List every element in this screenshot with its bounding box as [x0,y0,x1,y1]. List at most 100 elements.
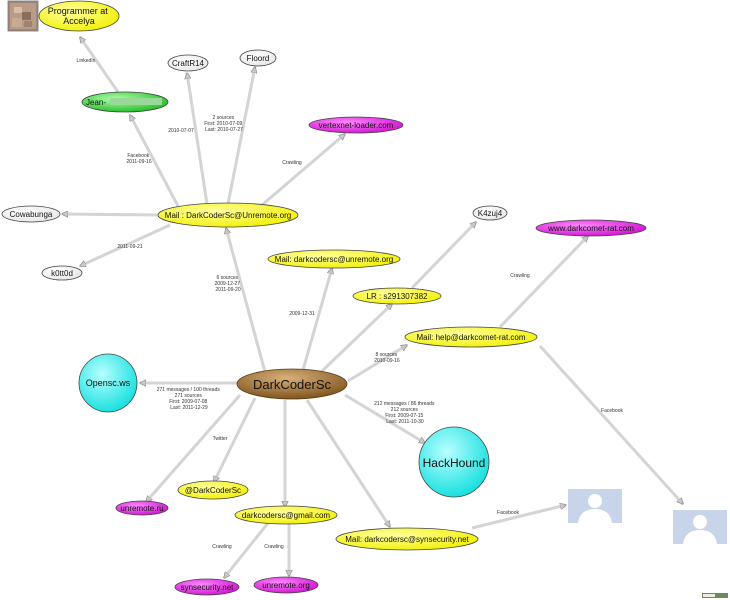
node-k0tt0d[interactable]: k0tt0d [41,265,83,281]
node-label: K4zuj4 [478,209,503,218]
edge-unremote-craftr14 [187,73,209,205]
edge-label-twitter: Twitter [213,436,228,442]
svg-text:2009-12-31: 2009-12-31 [289,311,315,317]
avatar[interactable] [7,0,39,32]
node-label: unremote.ru [120,504,163,513]
edge-label-first: First: 2009-07-08 [169,399,207,405]
edge-unremote-floord [226,67,255,205]
node-unremote-org[interactable]: unremote.org [253,576,319,594]
node-label: Programmer at [48,6,109,16]
node-lr[interactable]: LR : s291307382 [352,287,442,305]
svg-text:2010-07-07: 2010-07-07 [168,128,194,134]
node-unremote-ru[interactable]: unremote.ru [115,500,169,516]
edge-label-date: 2010-09-16 [374,358,400,364]
node-label: Mail: help@darkcomet-rat.com [416,333,525,342]
edge-label-date: 2009-12-31 [289,311,315,317]
node-cowabunga[interactable]: Cowabunga [1,205,61,223]
profile-placeholder-icon[interactable] [673,510,727,544]
edge-label-messages: 271 messages / 100 threads [157,387,221,393]
profile-placeholder-icon[interactable] [568,489,622,523]
node-synsecurity-net[interactable]: synsecurity.net [174,578,240,596]
edge-label-date: 2011-09-16 [126,159,151,165]
edge-unremote-k0tt0d [80,223,171,268]
edge-label-sources: 271 sources [175,393,203,399]
node-gmail[interactable]: darkcodersc@gmail.com [234,505,338,525]
svg-text:LinkedIn: LinkedIn [77,58,96,64]
svg-text:212 messages / 86 threads: 212 messages / 86 threads 212 sources Fi… [374,401,436,425]
node-mail-help[interactable]: Mail: help@darkcomet-rat.com [404,326,538,348]
node-label: Opensc.ws [86,378,131,388]
edge-unremote-cowabunga [62,214,159,215]
node-label: k0tt0d [51,269,73,278]
node-craftr14[interactable]: CraftR14 [167,54,209,72]
edge-label-sources: 8 sources [375,352,397,358]
edge-gmail-synsecurity-net [222,522,270,578]
node-label: CraftR14 [172,59,205,68]
edge-label-sources: 6 sources [216,275,238,281]
node-label: darkcodersc@gmail.com [242,511,330,520]
edge-labels: LinkedIn Facebook 2011-09-16 2010-07-07 … [77,58,624,550]
edge-synsecurity-profile-mid [471,505,566,530]
node-at-darkcodersc[interactable]: @DarkCoderSc [177,480,249,500]
edge-label-last: 2011-09-20 [215,287,240,293]
svg-text:Twitter: Twitter [213,436,228,442]
node-label: Jean- [86,98,106,107]
node-label: @DarkCoderSc [185,486,241,495]
edge-dark-unremote [226,228,267,373]
svg-text:Crawling: Crawling [212,544,232,550]
node-opensc[interactable]: Opensc.ws [78,353,138,413]
redaction-blur [110,98,162,105]
node-label: LR : s291307382 [367,292,428,301]
node-label: vertexnet-loader.com [319,121,394,130]
edge-label-date: 2011-09-21 [117,244,142,250]
svg-text:8 sources 2010-09-16: 8 sources 2010-09-16 [374,352,400,364]
node-label: HackHound [423,456,486,470]
node-darkcodersc[interactable]: DarkCoderSc [236,368,348,400]
node-hackhound[interactable]: HackHound [418,426,490,498]
node-label: www.darkcomet-rat.com [547,224,634,233]
watermark-badge [702,593,728,598]
edge-label-first: First: 2009-07-15 [385,413,423,419]
node-label: Floord [247,54,270,63]
node-k4zuj4[interactable]: K4zuj4 [472,205,508,221]
node-mail-unremote[interactable]: Mail : DarkCoderSc@Unremote.org [157,202,299,228]
edge-label-facebook: Facebook [127,153,149,159]
svg-text:Programmer at Accelya: Programmer at Accelya [48,6,111,26]
node-vertexnet-loader[interactable]: vertexnet-loader.com [308,116,404,134]
svg-text:2011-09-21: 2011-09-21 [117,244,142,250]
svg-text:Facebook 2011-09-16: Facebook 2011-09-16 [126,153,151,165]
edge-dark-unremoteru [144,394,242,502]
edge-label-crawling: Crawling [282,160,302,166]
edge-label-facebook: Facebook [601,408,623,414]
edge-mailhelp-darkcomet [498,234,590,329]
edge-label-sources: 2 sources [212,115,234,121]
node-floord[interactable]: Floord [239,49,277,67]
svg-text:Crawling: Crawling [264,544,284,550]
edge-dark-atdark [212,397,257,482]
edge-label-facebook: Facebook [497,510,519,516]
edge-dark-synsecurity [305,399,392,527]
svg-text:Facebook: Facebook [497,510,519,516]
node-label: Mail : DarkCoderSc@Unremote.org [165,211,291,220]
node-mail-darkcodersc-unremote[interactable]: Mail: darkcodersc@unremote.org [267,249,401,269]
node-mail-synsecurity[interactable]: Mail: darkcodersc@synsecurity.net [335,527,479,551]
node-darkcomet-rat[interactable]: www.darkcomet-rat.com [535,219,647,237]
node-label: synsecurity.net [181,583,235,592]
edge-label-first: First: 2010-07-09 [204,121,242,127]
svg-text:6 sources 2009-12-27: 6 sources 2009-12-27 2011-09-20 [215,275,242,293]
node-label: Mail: darkcodersc@unremote.org [275,255,393,264]
node-programmer-at-accelya[interactable]: Programmer at Accelya [38,0,120,32]
edge-jean-programmer [78,37,120,93]
node-label: Accelya [63,16,95,26]
edge-mailhelp-profile-right [538,344,685,504]
svg-text:Crawling: Crawling [510,273,530,279]
edges [62,37,685,578]
node-jean[interactable]: Jean- [81,91,169,113]
svg-text:2 sources First: 2010-07: 2 sources First: 2010-07-09 Last: 2010-0… [204,115,243,133]
edge-label-messages: 212 messages / 86 threads [374,401,435,407]
edge-label-crawling: Crawling [212,544,232,550]
node-label: Cowabunga [10,210,53,219]
edge-dark-darkcodersc-unremote [301,268,332,371]
edge-label-last: Last: 2010-07-27 [205,127,243,133]
